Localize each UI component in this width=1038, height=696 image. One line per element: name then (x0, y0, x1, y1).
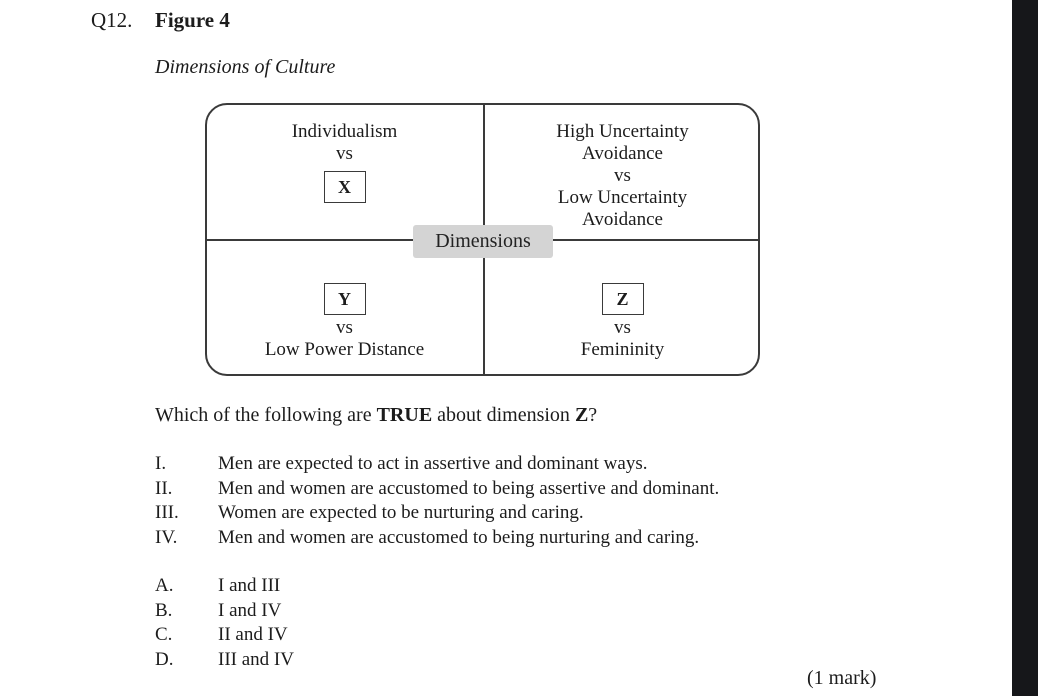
question-number: Q12. (91, 8, 133, 32)
option-letter: D. (155, 648, 174, 670)
quadrant-tl-vs: vs (336, 143, 353, 164)
quadrant-br-line1: Femininity (580, 339, 665, 360)
option-text: II and IV (218, 624, 288, 645)
answer-options: A. I and III B. I and IV C. II and IV D.… (155, 574, 294, 672)
option-c[interactable]: C. II and IV (155, 623, 294, 648)
marks-label: (1 mark) (807, 667, 877, 689)
statement-number: II. (155, 477, 173, 499)
box-z: Z (601, 283, 644, 315)
quadrant-bl-vs: vs (336, 317, 353, 338)
option-a[interactable]: A. I and III (155, 574, 294, 599)
box-y: Y (323, 283, 366, 315)
figure-title: Figure 4 (155, 8, 230, 32)
option-b[interactable]: B. I and IV (155, 599, 294, 624)
quadrant-tr-line2: Avoidance (582, 143, 663, 164)
center-dimensions-label: Dimensions (413, 225, 553, 258)
statement-text: Men and women are accustomed to being as… (218, 477, 720, 499)
question-stem: Which of the following are TRUE about di… (155, 404, 597, 427)
quadrant-tr-vs: vs (614, 165, 631, 186)
quadrant-bottom-left: Y vs Low Power Distance (206, 283, 483, 361)
quadrant-top-left: Individualism vs X (206, 121, 483, 203)
quadrant-tl-line1: Individualism (291, 121, 398, 142)
quadrant-tr-line4: Avoidance (582, 209, 663, 230)
option-text: I and III (218, 575, 281, 596)
option-letter: C. (155, 624, 173, 645)
statement-item: IV. Men and women are accustomed to bein… (155, 526, 719, 551)
box-x: X (323, 171, 366, 203)
quadrant-tr-line3: Low Uncertainty (557, 187, 688, 208)
stem-prefix: Which of the following are (155, 404, 377, 426)
statement-item: I. Men are expected to act in assertive … (155, 452, 719, 477)
statement-list: I. Men are expected to act in assertive … (155, 452, 719, 550)
statement-item: III. Women are expected to be nurturing … (155, 501, 719, 526)
option-text: I and IV (218, 599, 282, 621)
figure-caption: Dimensions of Culture (155, 56, 336, 78)
statement-number: IV. (155, 526, 178, 548)
option-letter: A. (155, 575, 174, 596)
option-text: III and IV (218, 648, 294, 670)
statement-text: Men are expected to act in assertive and… (218, 453, 648, 474)
stem-dimension: Z (574, 404, 589, 426)
quadrant-bl-line1: Low Power Distance (264, 339, 425, 360)
stem-emphasis: TRUE (376, 404, 433, 426)
stem-suffix: ? (588, 404, 598, 426)
statement-number: I. (155, 453, 167, 474)
quadrant-top-right: High Uncertainty Avoidance vs Low Uncert… (485, 121, 760, 231)
quadrant-br-vs: vs (614, 317, 631, 338)
statement-item: II. Men and women are accustomed to bein… (155, 477, 719, 502)
quadrant-tr-line1: High Uncertainty (556, 121, 689, 142)
statement-text: Women are expected to be nurturing and c… (218, 502, 584, 523)
stem-middle: about dimension (432, 404, 575, 426)
option-d[interactable]: D. III and IV (155, 648, 294, 673)
option-letter: B. (155, 599, 173, 621)
dark-edge-strip (1012, 0, 1038, 696)
statement-text: Men and women are accustomed to being nu… (218, 526, 700, 548)
statement-number: III. (155, 502, 179, 523)
quadrant-bottom-right: Z vs Femininity (485, 283, 760, 361)
